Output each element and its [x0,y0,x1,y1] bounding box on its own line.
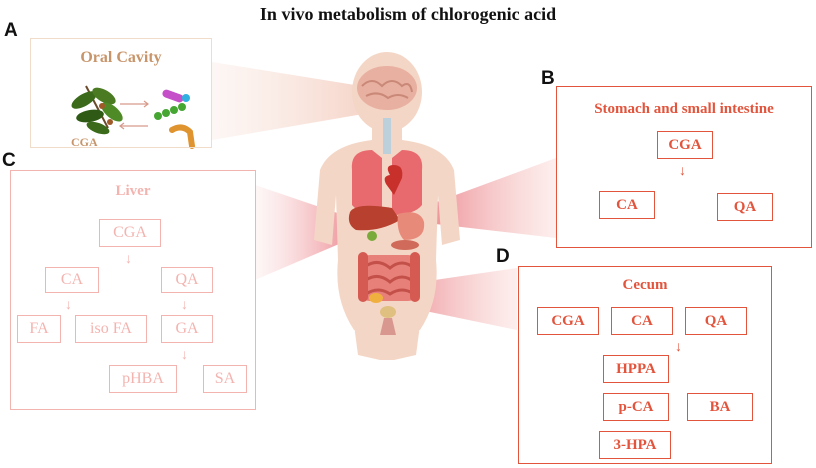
bacteria-icon [154,89,195,149]
plant-label: CGA [71,135,98,149]
panel-label-d: D [496,246,510,267]
stomach-icon [397,212,425,240]
cecum-box-cga: CGA [537,307,599,335]
liver-box-qa: QA [161,267,213,293]
stomach-box-cga: CGA [657,131,713,159]
stomach-box-qa: QA [717,193,773,221]
cecum-box-pca: p-CA [603,393,669,421]
liver-box-sa: SA [203,365,247,393]
panel-label-a: A [4,20,18,41]
gallbladder-icon [367,231,377,241]
figure-title: In vivo metabolism of chlorogenic acid [259,4,557,24]
intestine-icon [358,252,420,302]
beam-liver [255,185,360,280]
panel-label-b: B [541,68,555,89]
beam-oral [212,62,398,140]
oral-exchange-arrows [119,100,149,130]
cecum-arrow: ↓ [675,340,682,355]
liver-box-ca: CA [45,267,99,293]
panel-stomach: Stomach and small intestine CGA ↓ CA QA [556,86,812,248]
panel-cecum: Cecum CGA CA QA ↓ HPPA p-CA BA 3-HPA [518,266,772,464]
trachea-icon [383,118,391,154]
liver-arrow-3: ↓ [181,298,188,313]
cecum-box-ca: CA [611,307,673,335]
panel-title-oral: Oral Cavity [80,49,162,66]
lungs-icon [351,150,423,215]
panel-label-c: C [2,150,16,171]
liver-box-cga: CGA [99,219,161,247]
stomach-box-ca: CA [599,191,655,219]
liver-arrow-1: ↓ [125,252,132,267]
liver-arrow-4: ↓ [181,348,188,363]
liver-box-ga: GA [161,315,213,343]
cecum-box-hppa: HPPA [603,355,669,383]
liver-icon [348,205,400,231]
heart-icon [384,165,403,195]
panel-oral-cavity: Oral Cavity CGA [30,38,212,149]
brain-icon [357,66,417,110]
panel-title-stomach: Stomach and small intestine [594,101,774,117]
liver-arrow-2: ↓ [65,298,72,313]
cecum-box-qa: QA [685,307,747,335]
stomach-arrow: ↓ [679,164,686,179]
cecum-box-3hpa: 3-HPA [599,431,671,459]
plant-icon [71,85,123,135]
liver-box-isofa: iso FA [75,315,147,343]
liver-box-phba: pHBA [109,365,177,393]
cecum-icon [369,293,383,303]
panel-title-liver: Liver [115,183,151,199]
panel-liver: Liver CGA ↓ CA QA ↓ ↓ FA iso FA GA ↓ pHB… [10,170,256,410]
cecum-box-ba: BA [687,393,753,421]
panel-title-cecum: Cecum [622,277,668,293]
liver-box-fa: FA [17,315,61,343]
